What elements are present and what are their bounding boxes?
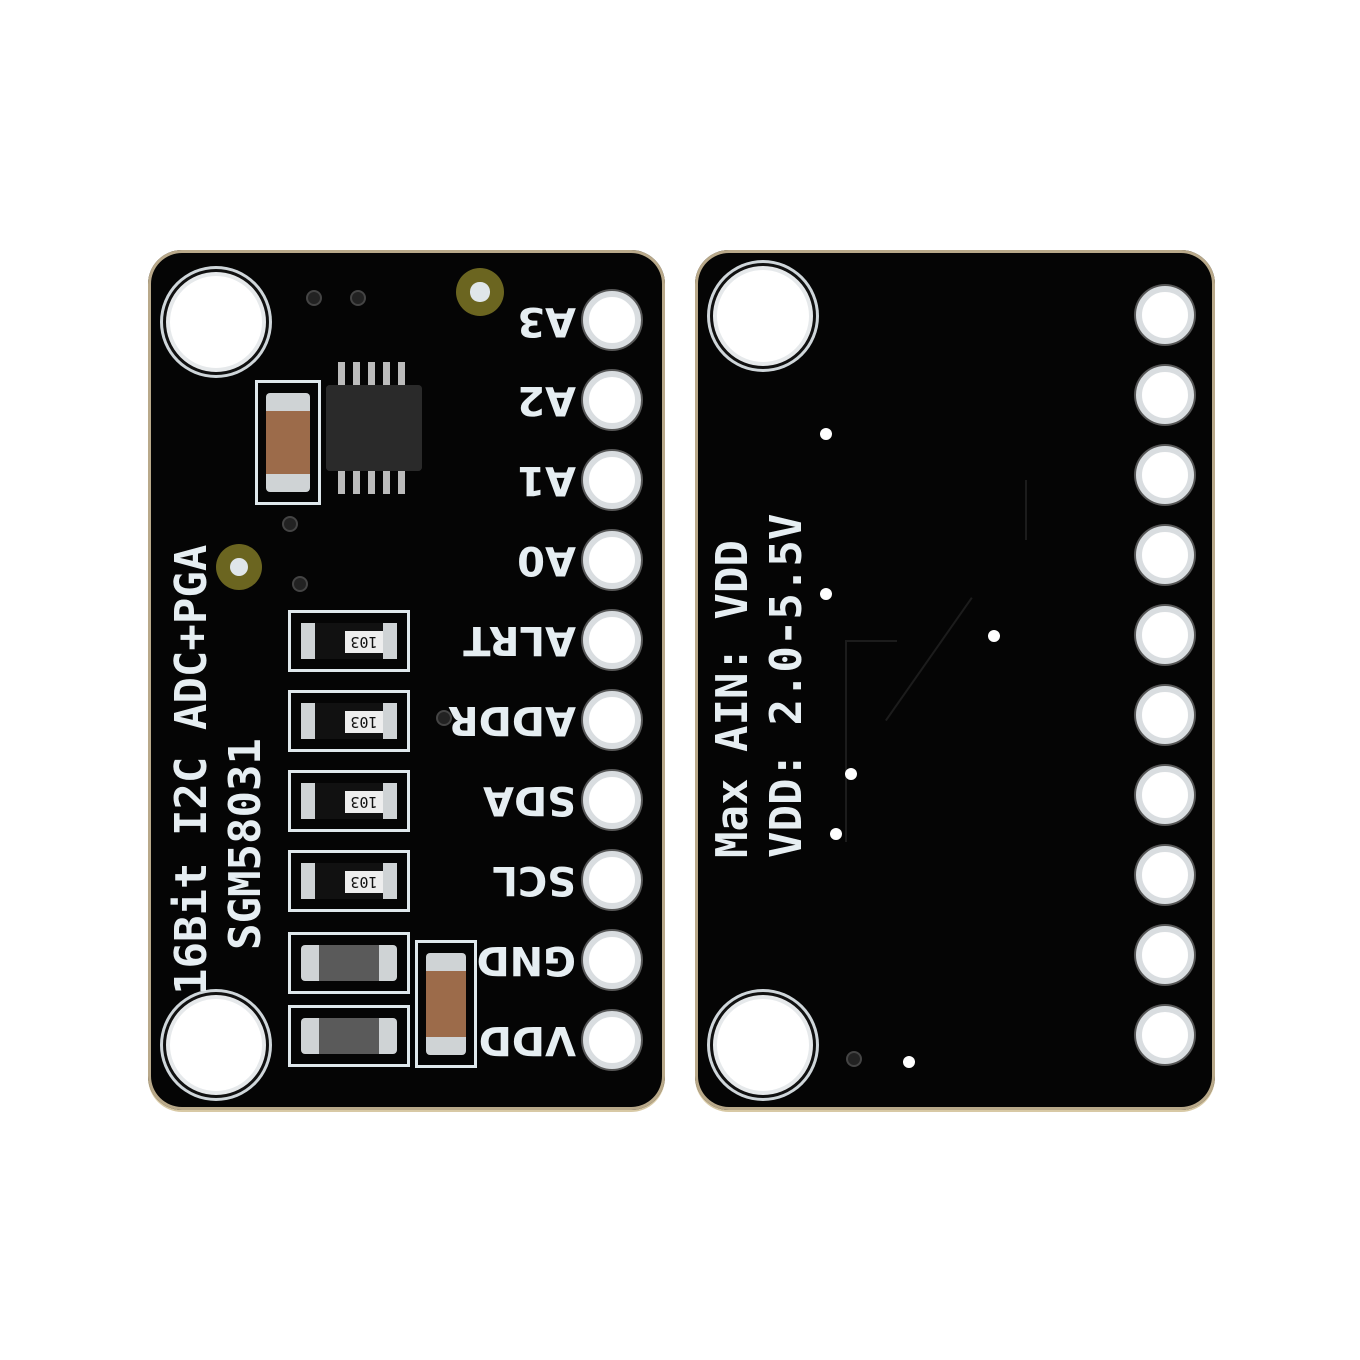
pin-pad-sda [583, 771, 641, 829]
pin-pad [1136, 526, 1194, 584]
mounting-hole [166, 995, 266, 1095]
via [820, 428, 832, 440]
pin-label-scl: SCL [492, 857, 576, 903]
trace [845, 640, 897, 842]
pin-label-a3: A3 [517, 298, 576, 344]
test-pad [216, 544, 262, 590]
back-note-vdd-range: VDD: 2.0-5.5V [761, 513, 812, 858]
pin-pad [1136, 846, 1194, 904]
pin-pad-alrt [583, 611, 641, 669]
pin-pad-a2 [583, 371, 641, 429]
via [903, 1056, 915, 1068]
resistor-code: 103 [345, 631, 383, 653]
mounting-hole [166, 272, 266, 372]
resistor-r2: 103 [288, 690, 410, 752]
pin-pad-scl [583, 851, 641, 909]
resistor-code: 103 [345, 711, 383, 733]
trace [1025, 480, 1027, 540]
capacitor-c2 [288, 1005, 410, 1067]
pin-label-a1: A1 [517, 457, 576, 503]
pin-label-a2: A2 [517, 377, 576, 423]
pin-pad [1136, 766, 1194, 824]
pin-pad [1136, 1006, 1194, 1064]
via [988, 630, 1000, 642]
resistor-r3: 103 [288, 770, 410, 832]
pin-pad-gnd [583, 931, 641, 989]
pin-pad-a0 [583, 531, 641, 589]
pin-label-a0: A0 [517, 537, 576, 583]
via [848, 1053, 860, 1065]
via [438, 712, 450, 724]
pin-pad-a3 [583, 291, 641, 349]
pin-pad [1136, 286, 1194, 344]
part-number: SGM58031 [220, 738, 271, 950]
capacitor-outline [255, 380, 321, 505]
back-note-max-ain: Max AIN: VDD [707, 540, 758, 858]
via [845, 768, 857, 780]
capacitor-c1 [288, 932, 410, 994]
via [308, 292, 320, 304]
resistor-code: 103 [345, 871, 383, 893]
resistor-code: 103 [345, 791, 383, 813]
pcb-front: 16Bit I2C ADC+PGA SGM58031 103 103 103 1… [148, 250, 665, 1110]
pin-label-addr: ADDR [447, 697, 576, 743]
pin-pad [1136, 366, 1194, 424]
pin-pad [1136, 606, 1194, 664]
pin-pad-vdd [583, 1011, 641, 1069]
pin-label-alrt: ALRT [463, 617, 576, 663]
via [830, 828, 842, 840]
mounting-hole [713, 995, 813, 1095]
mounting-hole [713, 266, 813, 366]
pin-pad [1136, 686, 1194, 744]
resistor-r4: 103 [288, 850, 410, 912]
pin-pad [1136, 926, 1194, 984]
pin-pad-addr [583, 691, 641, 749]
pin-label-sda: SDA [483, 777, 576, 823]
test-pad [456, 268, 504, 316]
pin-pad-a1 [583, 451, 641, 509]
pin-pad [1136, 446, 1194, 504]
via [820, 588, 832, 600]
trace [885, 597, 973, 722]
pin-label-vdd: VDD [478, 1017, 576, 1063]
pcb-back: Max AIN: VDD VDD: 2.0-5.5V [695, 250, 1215, 1110]
capacitor-c3 [415, 940, 477, 1068]
pin-label-gnd: GND [476, 937, 576, 983]
chip-body [326, 385, 422, 471]
board-title: 16Bit I2C ADC+PGA [166, 544, 217, 995]
resistor-r1: 103 [288, 610, 410, 672]
via [294, 578, 306, 590]
via [284, 518, 296, 530]
via [352, 292, 364, 304]
